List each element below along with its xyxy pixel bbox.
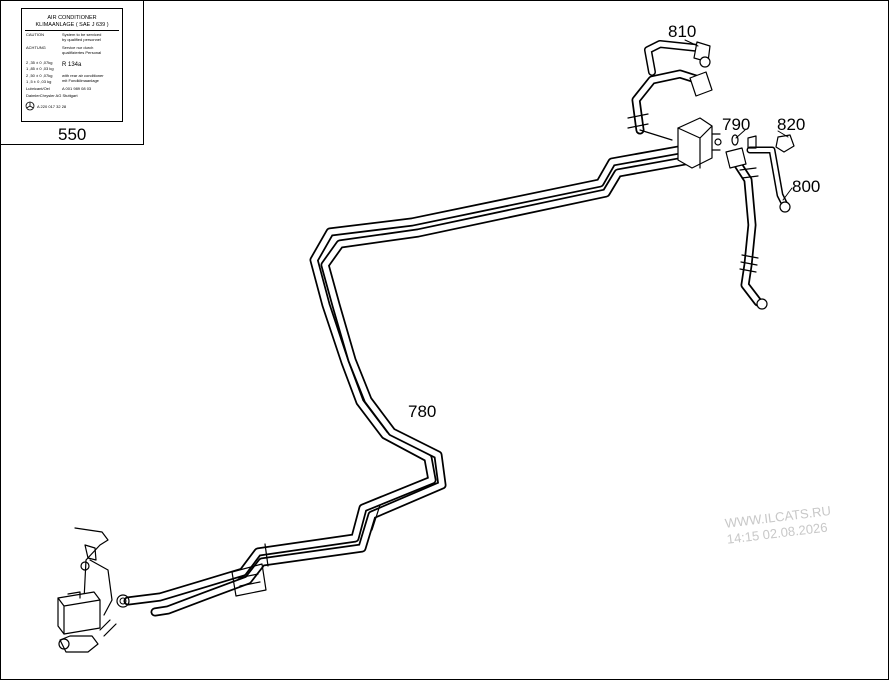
seal-ring-790 — [731, 134, 739, 146]
callout-790: 790 — [722, 115, 751, 134]
label-fill-2: 1 ,85 ± 0 ,03 kg — [26, 66, 54, 71]
leader-lines — [684, 39, 793, 201]
label-title-line2: KLIMAANLAGE ( SAE J 639 ) — [35, 22, 109, 28]
label-caution-key: CAUTION — [26, 32, 44, 37]
label-achtung-text1: Service nur durch — [62, 45, 94, 50]
label-fill-1: 2 ,35 ± 0 ,07kg — [26, 60, 53, 65]
label-caution-text2: by qualified personnel — [62, 37, 101, 42]
label-refrigerant: R 134a — [62, 62, 82, 68]
label-fill-3: 2 ,50 ± 0 ,07kg — [26, 73, 53, 78]
valve-assembly — [57, 527, 117, 653]
mercedes-star-icon — [25, 101, 35, 111]
callout-820: 820 — [777, 115, 806, 134]
refrigerant-line-780 — [116, 143, 695, 617]
label-fill-4: 1 ,5 ± 0 ,03 kg — [26, 79, 52, 84]
callout-780: 780 — [408, 402, 437, 421]
label-title-line1: AIR CONDITIONER — [47, 15, 97, 21]
connection-block — [677, 117, 722, 169]
label-lubricant-key: Lubricant/Oel — [26, 86, 50, 91]
callout-810: 810 — [668, 22, 697, 41]
label-caution-text1: System to be serviced — [62, 32, 102, 37]
label-rear-ac-1: with rear air conditioner — [62, 73, 104, 78]
label-lubricant-part: A 001 989 08 03 — [62, 86, 92, 91]
callout-550: 550 — [58, 125, 87, 144]
label-divider — [25, 30, 119, 31]
label-panel: AIR CONDITIONER KLIMAANLAGE ( SAE J 639 … — [0, 0, 144, 145]
ac-warning-label: AIR CONDITIONER KLIMAANLAGE ( SAE J 639 … — [21, 8, 123, 122]
label-part-number: A 220 017 32 28 — [37, 104, 67, 109]
label-achtung-key: ACHTUNG — [26, 45, 46, 50]
label-rear-ac-2: mit Fondklimaanlage — [62, 78, 99, 83]
refrigerant-line-810 — [627, 40, 713, 141]
label-maker: DaimlerChrysler AG Stuttgart — [26, 93, 78, 98]
callout-800: 800 — [792, 177, 821, 196]
label-achtung-text2: qualifiziertes Personal — [62, 50, 102, 55]
nut-820 — [747, 134, 795, 153]
